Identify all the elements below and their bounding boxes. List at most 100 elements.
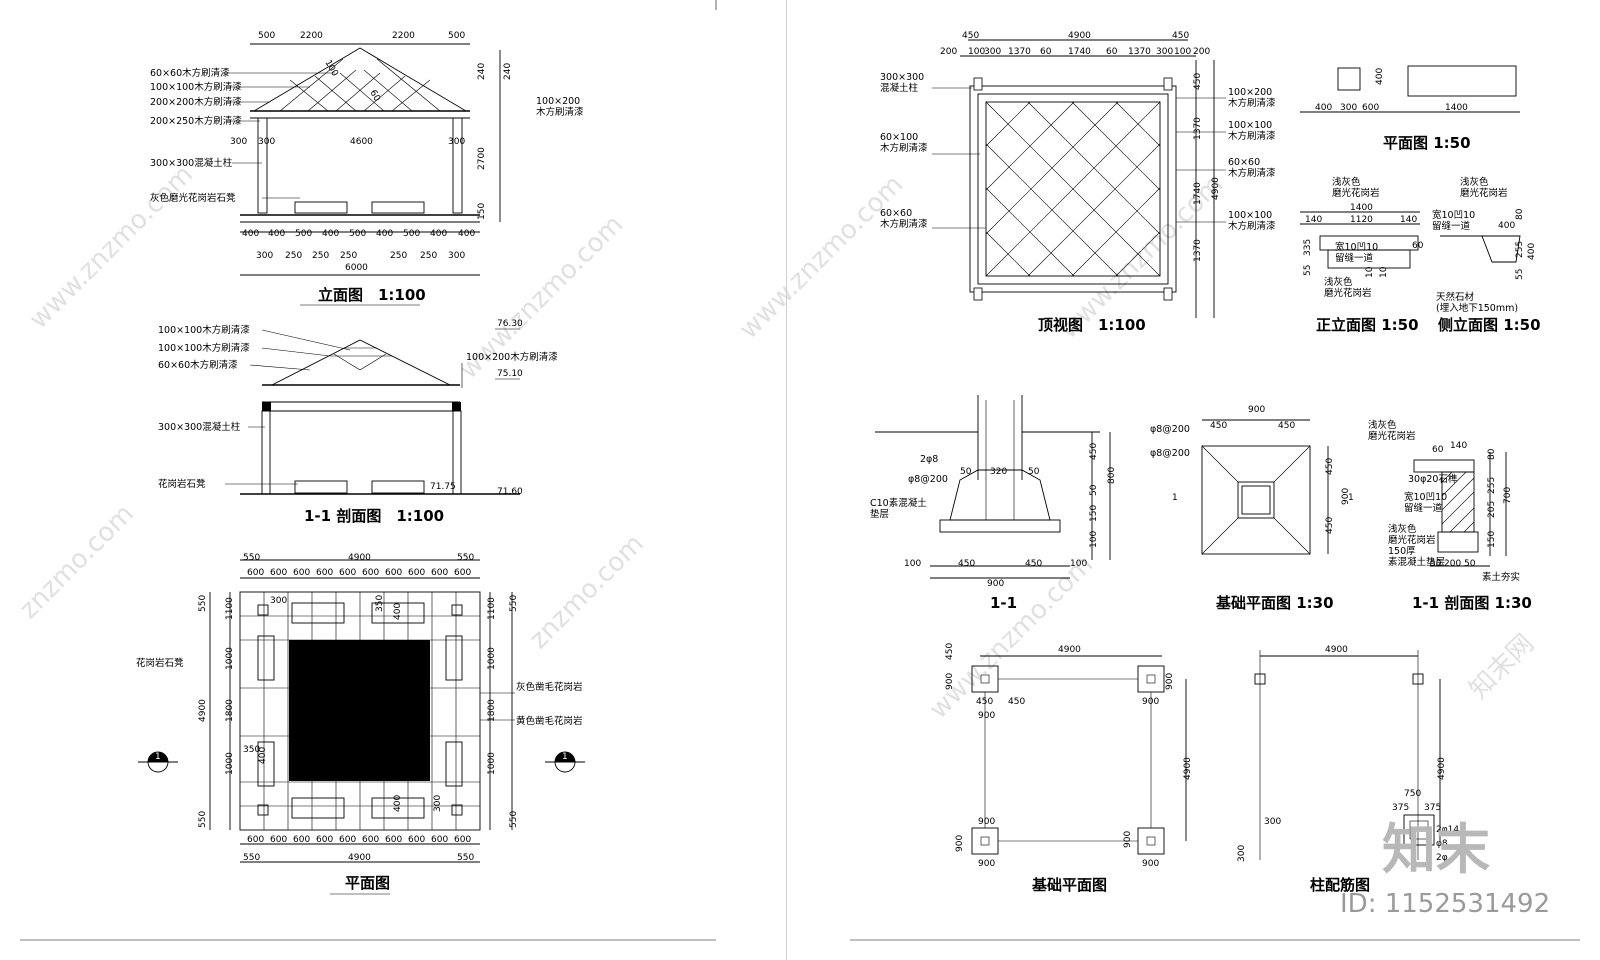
stone-bench [294, 201, 348, 214]
dim-label: 4900 [1437, 757, 1447, 780]
stone-bench [257, 635, 275, 681]
dim-label: 400 [242, 229, 259, 239]
dim-label: 750 [1404, 789, 1421, 799]
dim-label: φ8 [1436, 839, 1448, 849]
roof-lattice [330, 347, 392, 371]
dim-label: 375 [1424, 803, 1441, 813]
level-label: 71.60 [497, 487, 523, 497]
note-label: 60×60木方刷清漆 [158, 359, 238, 371]
dim-label: 60 [1412, 241, 1424, 251]
dim-label: 150 [477, 203, 487, 220]
dim-label: 300 [258, 137, 275, 147]
stone-bench [257, 741, 275, 787]
dim-label: 4600 [350, 137, 373, 147]
dim-label: 900 [978, 711, 995, 721]
stone-bench [291, 797, 345, 819]
section-drawing: 100×100木方刷清漆 100×100木方刷清漆 60×60木方刷清漆 300… [158, 319, 558, 525]
elevation-notes: 60×60木方刷清漆 100×100木方刷清漆 200×200木方刷清漆 200… [150, 67, 584, 204]
dim-label: 4900 [348, 553, 371, 563]
note-label: 天然石材(埋入地下150mm) [1436, 291, 1518, 314]
dim-label: 600 [270, 568, 287, 578]
left-sheet-svg: www.znzmo.com www.znzmo.com znzmo.com zn… [14, 0, 717, 941]
section-marker: 1 [138, 751, 178, 773]
dim-label: 900 [987, 579, 1004, 589]
dim-label: 900 [1165, 673, 1175, 690]
dim-label: 1 [1348, 493, 1354, 503]
note-label: 浅灰色磨光花岗岩 [1324, 276, 1372, 299]
column [261, 410, 271, 495]
note-label: φ8@200 [1150, 448, 1190, 459]
note-label: 30φ20石榫 [1408, 473, 1458, 485]
column-cap [973, 77, 983, 91]
dim-label: 900 [1142, 697, 1159, 707]
dim-label: 100 [904, 559, 921, 569]
dim-label: 450 [1278, 421, 1295, 431]
dim-label: 450 [945, 643, 955, 660]
dim-label: 255 [1487, 477, 1497, 494]
dim-label: 400 [268, 229, 285, 239]
dim-label: 350 [375, 595, 385, 612]
marker-label: 1 [562, 752, 568, 762]
watermark-text: znzmo.com [524, 529, 650, 655]
dim-label: 140 [1450, 441, 1467, 451]
dim-label: 375 [1392, 803, 1409, 813]
dim-label: 10 [1379, 266, 1389, 278]
dim-label: 80 [1487, 448, 1497, 460]
dim-label: 255 [1515, 241, 1525, 258]
dim-label: 1370 [1193, 117, 1203, 140]
dim-label: 550 [509, 595, 519, 612]
dim-label: 450 [1008, 697, 1025, 707]
dim-label: 450 [1325, 458, 1335, 475]
dim-label: 600 [362, 568, 379, 578]
roof-lattice [279, 58, 441, 112]
dim-label: 50 [1430, 559, 1442, 569]
dim-label: 400 [1315, 103, 1332, 113]
dim-label: 400 [430, 229, 447, 239]
dim-label: 1740 [1068, 47, 1091, 57]
drawing-title: 1-1 剖面图 1:100 [304, 507, 444, 525]
note-label: 灰色磨光花岗岩石凳 [150, 192, 236, 204]
note-label: 浅灰色磨光花岗岩 [1332, 176, 1380, 199]
note-label: 200×250木方刷清漆 [150, 115, 242, 127]
dim-label: 300 [433, 795, 443, 812]
dim-label: 900 [1341, 488, 1351, 505]
dim-label: 6000 [345, 263, 368, 273]
dim-label: 1370 [1128, 47, 1151, 57]
dim-label: 1000 [225, 647, 235, 670]
sheet-divider [786, 0, 787, 960]
plan-grid-dims-bottom: 600 600 600 600 600 600 600 600 600 600 [247, 835, 471, 845]
dim-label: 500 [349, 229, 366, 239]
note-label: 100×100木方刷清漆 [150, 81, 242, 93]
dim-label: 350 [243, 745, 260, 755]
dim-label: 60 [1040, 47, 1052, 57]
note-label: φ8@200 [1150, 424, 1190, 435]
dim-label: 240 [503, 63, 513, 80]
drawing-title: 顶视图 1:100 [1038, 316, 1146, 334]
note-label: 60×60木方刷清漆 [150, 67, 230, 79]
dim-label: 550 [457, 853, 474, 863]
note-label: 素土夯实 [1482, 571, 1520, 583]
section-notes: 100×100木方刷清漆 100×100木方刷清漆 60×60木方刷清漆 300… [158, 324, 558, 490]
note-label: 浅灰色磨光花岗岩 [1460, 176, 1508, 199]
note-label: 花岗岩石凳 [158, 478, 206, 490]
dim-label: 400 [376, 229, 393, 239]
elevation-drawing: 500 2200 2200 500 100 60 300 300 4600 30… [150, 31, 584, 306]
drawing-title: 基础平面图 [1031, 876, 1107, 894]
marker-label: 1 [155, 752, 161, 762]
dim-label: 1000 [225, 752, 235, 775]
section-marker: 1 [545, 751, 585, 773]
note-label: 300×300混凝土柱 [158, 421, 241, 433]
dim-label: 450 [976, 697, 993, 707]
dim-label: 400 [258, 747, 268, 764]
hatch [1441, 471, 1475, 533]
dim-label: 4900 [348, 853, 371, 863]
dim-label: 300 [984, 47, 1001, 57]
plan-label: 黄色凿毛花岗岩 [516, 715, 583, 727]
top-view-drawing: 450 4900 450 200 100 300 1370 60 1740 60… [880, 31, 1276, 334]
dim-label: 100 [1070, 559, 1087, 569]
